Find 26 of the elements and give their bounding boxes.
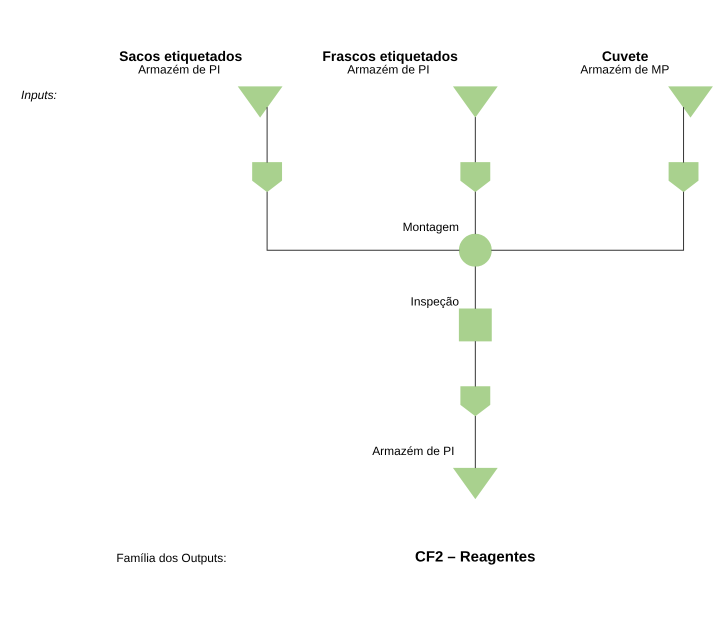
connector — [474, 265, 476, 309]
label: Inputs: — [21, 87, 57, 102]
connector — [683, 106, 684, 163]
connector — [266, 106, 268, 163]
connector — [490, 190, 684, 250]
node-label: Cuvete — [602, 48, 648, 64]
node-label: Armazém de MP — [580, 62, 670, 76]
connector — [474, 190, 476, 234]
node-triangle — [452, 467, 498, 499]
node-arrow — [460, 386, 490, 416]
connector — [474, 116, 476, 162]
node-label: Inspeção — [410, 294, 460, 308]
node-box — [458, 308, 492, 341]
node-arrow — [460, 162, 490, 192]
connector — [474, 340, 476, 386]
node-label: Frascos etiquetados — [322, 48, 458, 64]
connector — [474, 415, 476, 468]
node-label: Sacos etiquetados — [119, 48, 242, 64]
node-arrow — [668, 162, 698, 192]
connector — [266, 190, 460, 250]
node-label: Armazém de PI — [372, 444, 454, 458]
node-circle — [458, 233, 492, 266]
node-label: Montagem — [402, 219, 460, 234]
label: Família dos Outputs: — [116, 550, 227, 565]
label: CF2 – Reagentes — [415, 548, 536, 566]
node-arrow — [252, 162, 282, 192]
